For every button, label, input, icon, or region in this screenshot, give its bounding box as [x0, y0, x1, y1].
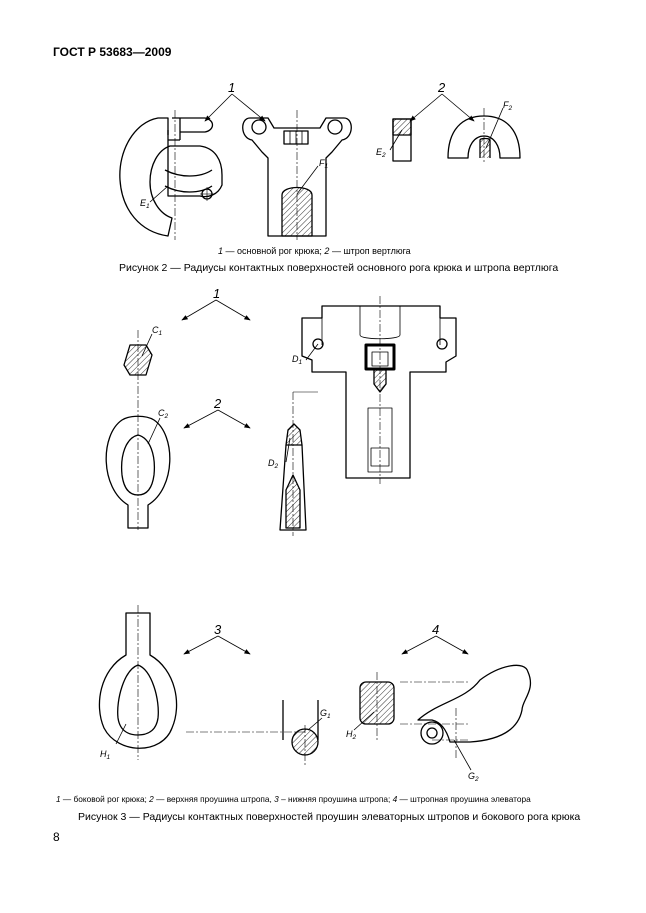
figure3-elevator-lug [359, 664, 532, 760]
figure3-leaders [141, 299, 472, 771]
label-F2: F2 [503, 100, 513, 112]
label-G2: G2 [468, 771, 479, 783]
fig3-callout-3: 3 [214, 622, 222, 637]
fig3-callout-1: 1 [213, 286, 220, 301]
figure2-legend: 1 — основной рог крюка; 2 — штроп вертлю… [218, 246, 411, 256]
fig2-callout-2: 2 [437, 80, 446, 95]
figure3-hook-front-view [301, 296, 457, 484]
figure2-swivel-link-section [392, 108, 521, 164]
document-header: ГОСТ Р 53683—2009 [53, 45, 172, 59]
label-H1: H1 [100, 749, 111, 761]
figure3-lower-link-section [186, 700, 319, 765]
label-G1: G1 [320, 708, 331, 720]
figure2-leaders [149, 93, 504, 203]
figure2-caption: Рисунок 2 — Радиусы контактных поверхнос… [119, 262, 559, 274]
label-E2: E2 [376, 147, 386, 159]
figure3-lower-link-eye [98, 605, 178, 760]
figure3-upper-link-eye [105, 415, 171, 529]
figure3-side-hook-horn [123, 330, 153, 530]
label-C2: C2 [158, 408, 169, 420]
fig2-callout-1: 1 [228, 80, 235, 95]
fig3-callout-2: 2 [213, 396, 222, 411]
figure3-link-end-section [279, 391, 318, 536]
figure3-legend: 1 — боковой рог крюка; 2 — верхняя проуш… [56, 794, 531, 804]
figure2-hook-side-view [119, 110, 223, 240]
figure3-caption: Рисунок 3 — Радиусы контактных поверхнос… [78, 811, 581, 823]
label-C1: C1 [152, 325, 163, 337]
label-H2: H2 [346, 729, 357, 741]
label-E1: E1 [140, 198, 150, 210]
figure-labels: 1 2 E1 F1 E2 F2 1 2 3 4 C1 C2 D1 D2 G1 G… [100, 80, 513, 783]
page-number: 8 [53, 830, 60, 844]
figure2-hook-front-view [242, 110, 352, 240]
fig3-callout-4: 4 [432, 622, 439, 637]
label-F1: F1 [319, 158, 329, 170]
label-D1: D1 [292, 354, 303, 366]
label-D2: D2 [268, 458, 279, 470]
